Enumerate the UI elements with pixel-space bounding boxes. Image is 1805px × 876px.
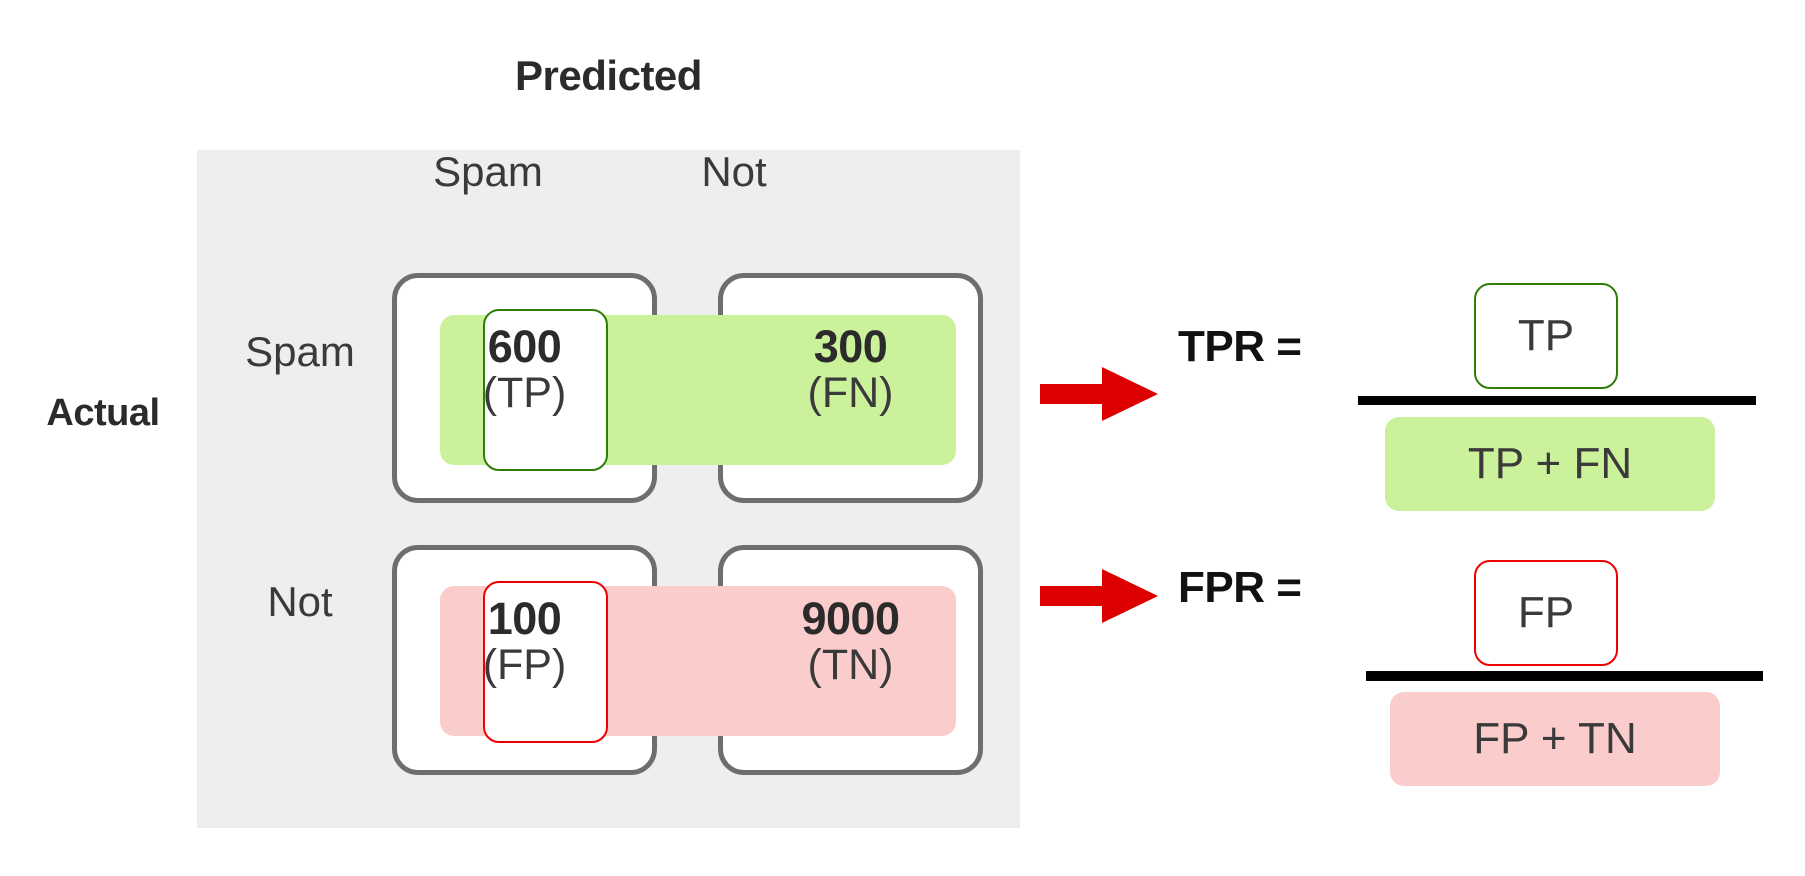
- true-positive-outline-box: [483, 309, 608, 471]
- false-negative-abbr: (FN): [807, 368, 894, 417]
- false-positive-cell-text: 100 (FP): [392, 596, 657, 688]
- tpr-numerator-box: TP: [1474, 283, 1618, 389]
- predicted-axis-title: Predicted: [515, 52, 702, 99]
- true-negative-abbr: (TN): [807, 640, 894, 689]
- true-positive-value: 600: [487, 321, 562, 372]
- fpr-numerator-text: FP: [1517, 588, 1575, 637]
- true-positive-cell-text: 600 (TP): [392, 324, 657, 416]
- fpr-fraction-bar: [1366, 671, 1763, 681]
- arrow-right-icon-tpr: [1040, 367, 1158, 421]
- true-positive-abbr: (TP): [482, 368, 567, 417]
- tpr-denominator-box: TP + FN: [1385, 417, 1715, 511]
- column-header-not: Not: [701, 148, 767, 195]
- tpr-denominator-text: TP + FN: [1467, 439, 1633, 488]
- column-header-spam: Spam: [433, 148, 543, 195]
- tpr-fraction-bar: [1358, 396, 1756, 405]
- arrow-right-icon-fpr: [1040, 569, 1158, 623]
- fpr-denominator-text: FP + TN: [1473, 714, 1637, 763]
- true-negative-cell-text: 9000 (TN): [718, 596, 983, 688]
- actual-axis-title: Actual: [46, 392, 160, 434]
- fpr-denominator-box: FP + TN: [1390, 692, 1720, 786]
- true-negative-value: 9000: [801, 593, 900, 644]
- tpr-numerator-text: TP: [1517, 311, 1575, 360]
- false-positive-outline-box: [483, 581, 608, 743]
- false-negative-cell-text: 300 (FN): [718, 324, 983, 416]
- row-header-not: Not: [267, 578, 333, 625]
- false-positive-abbr: (FP): [482, 640, 567, 689]
- false-positive-value: 100: [487, 593, 562, 644]
- row-header-spam: Spam: [245, 328, 355, 375]
- fpr-numerator-box: FP: [1474, 560, 1618, 666]
- tpr-label: TPR =: [1178, 322, 1302, 371]
- false-negative-value: 300: [813, 321, 888, 372]
- fpr-label: FPR =: [1178, 563, 1302, 612]
